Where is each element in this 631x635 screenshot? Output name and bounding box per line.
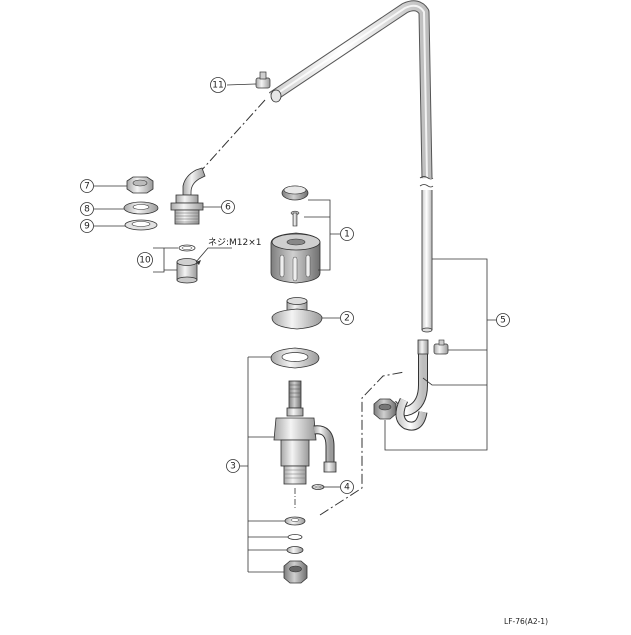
part-5-hose-assembly <box>373 258 497 451</box>
spout-pipe <box>268 0 434 333</box>
part-7-hex-nut <box>94 176 154 194</box>
part-1-handle <box>270 185 340 284</box>
callout-6: 6 <box>221 200 235 214</box>
svg-text:3: 3 <box>230 462 236 472</box>
svg-text:11: 11 <box>212 81 223 91</box>
part-9-gasket <box>94 219 158 231</box>
callout-1: 1 <box>340 227 354 241</box>
svg-text:10: 10 <box>139 256 151 266</box>
callout-3: 3 <box>226 459 240 473</box>
part-3-valve-body <box>240 347 337 584</box>
svg-text:6: 6 <box>225 203 231 213</box>
svg-text:9: 9 <box>84 222 90 232</box>
svg-text:2: 2 <box>344 314 350 324</box>
callout-4: 4 <box>340 480 354 494</box>
svg-text:7: 7 <box>84 182 90 192</box>
part-2-flange <box>271 297 340 330</box>
svg-text:8: 8 <box>84 205 90 215</box>
part-6-elbow-connector <box>170 167 222 225</box>
thread-spec-note: ネジ:M12×1 <box>208 237 262 248</box>
callout-7: 7 <box>80 179 94 193</box>
callout-8: 8 <box>80 202 94 216</box>
svg-text:5: 5 <box>500 316 506 326</box>
svg-text:4: 4 <box>344 483 350 493</box>
connection-guide-line <box>319 371 405 516</box>
svg-text:1: 1 <box>344 230 350 240</box>
model-code: LF-76(A2-1) <box>504 617 548 626</box>
part-4-gasket <box>311 484 340 490</box>
part-8-washer <box>94 201 159 215</box>
part-10-bushing <box>153 244 232 284</box>
callout-5: 5 <box>496 313 510 327</box>
guide-line <box>199 99 266 173</box>
callout-10: 10 <box>137 252 153 268</box>
callout-2: 2 <box>340 311 354 325</box>
callout-11: 11 <box>210 77 226 93</box>
part-11-clip <box>226 71 271 89</box>
callout-9: 9 <box>80 219 94 233</box>
